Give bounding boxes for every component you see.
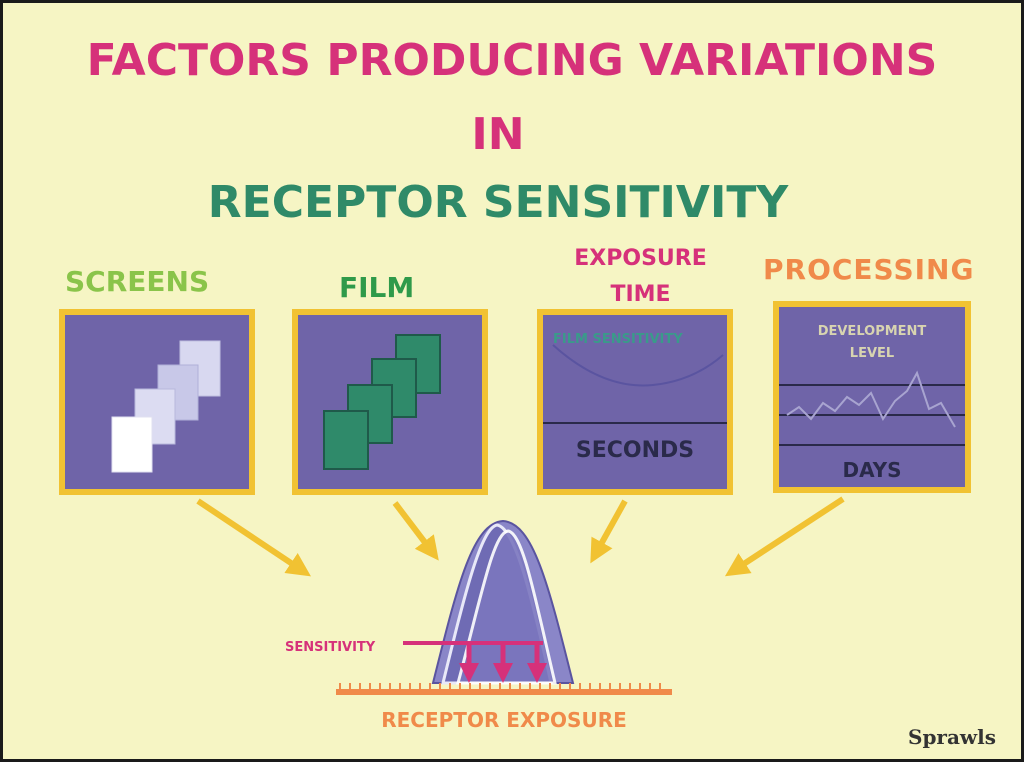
screen-sheet-1 [111,416,153,473]
arrow-exposure-time [590,499,628,564]
label-processing: PROCESSING [763,253,975,286]
processing-panel: DEVELOPMENT LEVEL DAYS [773,301,971,493]
development-level-graph: DEVELOPMENT LEVEL DAYS [779,324,965,482]
arrow-film [392,501,439,561]
title-line-1: FACTORS PRODUCING VARIATIONS [86,35,938,86]
label-exposure-line-2: TIME [610,282,671,307]
film-panel [292,309,488,495]
exposure-scale-bar [336,689,672,695]
label-exposure-time: EXPOSURE TIME [568,241,713,313]
sensitivity-curve [552,344,724,387]
graph-title-level: LEVEL [850,346,894,361]
signature: Sprawls [908,725,996,749]
receptor-exposure-label: RECEPTOR EXPOSURE [381,708,627,732]
title-line-2: IN [471,109,525,160]
exposure-time-panel: FILM SENSITIVITY SECONDS [537,309,733,495]
axis-label-seconds: SECONDS [576,438,694,463]
graph-title-development: DEVELOPMENT [818,324,927,339]
axis-label-days: DAYS [842,458,901,482]
film-stack-icon [323,334,441,470]
development-level-trace [786,370,956,428]
convergence-diagram: SENSITIVITY RECEPTOR EXPOSURE [196,496,845,732]
graph-title-film-sensitivity: FILM SENSITIVITY [553,332,683,347]
label-film: FILM [339,271,415,304]
label-exposure-line-1: EXPOSURE [574,246,707,271]
sensitivity-label: SENSITIVITY [285,640,376,655]
screens-stack-icon [111,340,221,473]
film-sensitivity-graph: FILM SENSITIVITY SECONDS [543,332,727,463]
screens-panel [59,309,255,495]
arrow-processing [724,496,845,577]
arrow-screens [196,498,311,577]
exposure-scale-ticks [339,683,661,695]
title-line-3: RECEPTOR SENSITIVITY [207,177,789,228]
film-sheet-1 [323,410,369,470]
label-screens: SCREENS [65,265,210,298]
